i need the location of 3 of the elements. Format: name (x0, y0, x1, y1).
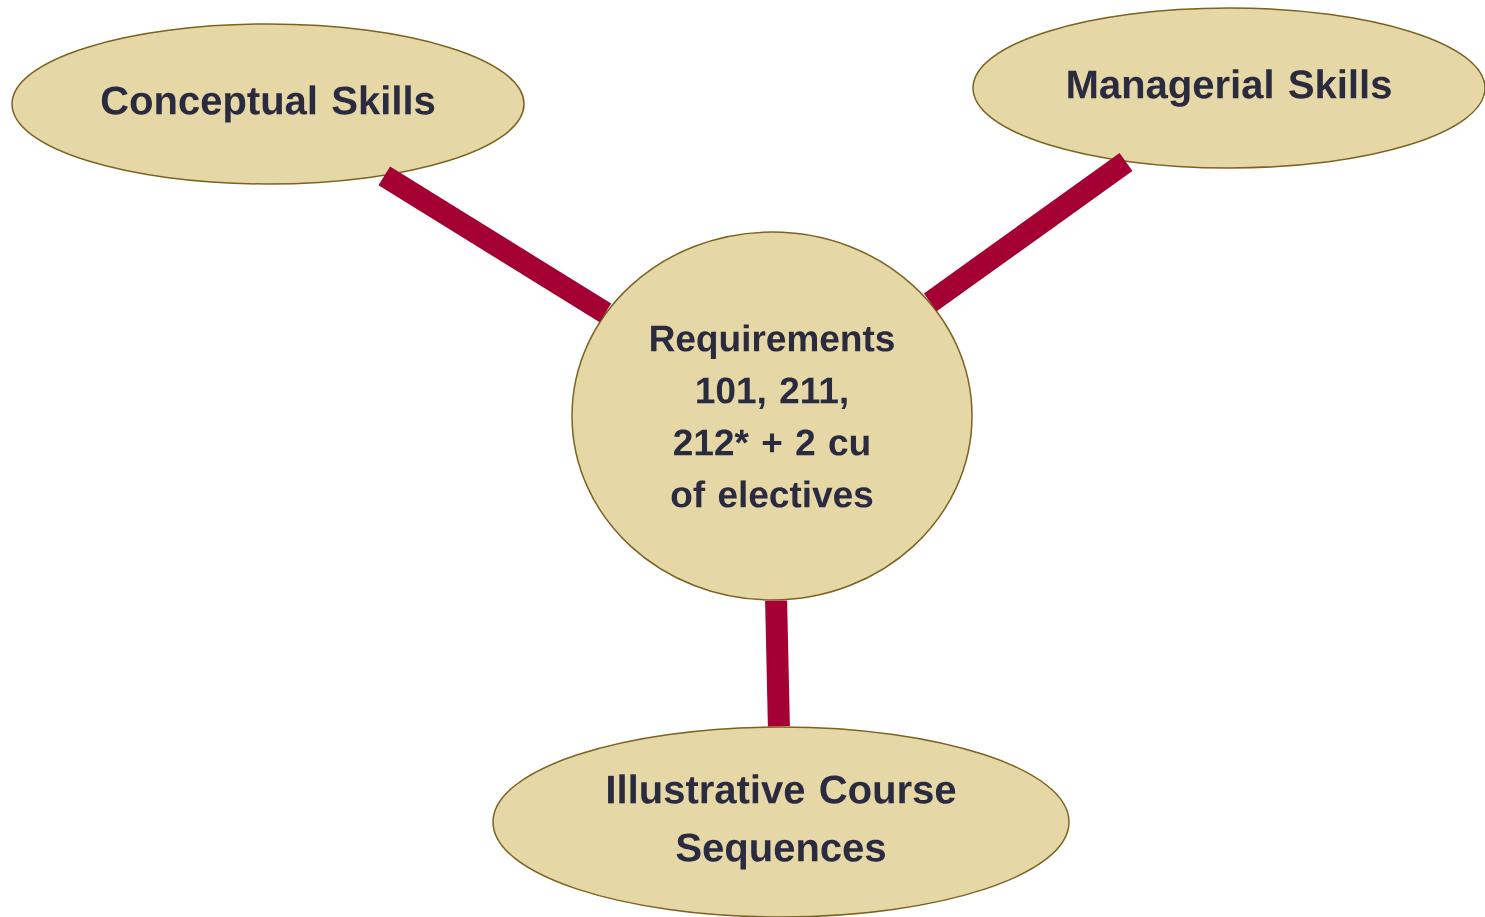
connector-bar (378, 166, 612, 323)
connector-bar (765, 600, 790, 727)
connector-bar (923, 153, 1133, 312)
